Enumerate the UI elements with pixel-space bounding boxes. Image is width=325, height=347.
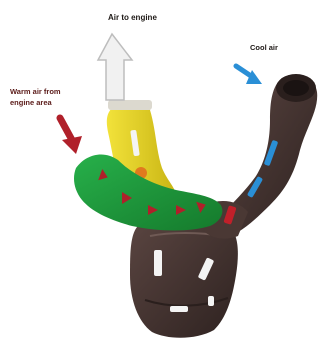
blue-arrow-icon xyxy=(236,66,262,84)
outlet-flange xyxy=(108,100,152,110)
label-warm-air-line1: Warm air from xyxy=(10,87,61,96)
label-cool-air: Cool air xyxy=(250,43,278,52)
label-warm-air-line2: engine area xyxy=(10,98,53,107)
label-air-to-engine: Air to engine xyxy=(108,13,157,22)
red-arrow-icon xyxy=(60,118,82,154)
hollow-up-arrow-icon xyxy=(98,34,132,100)
